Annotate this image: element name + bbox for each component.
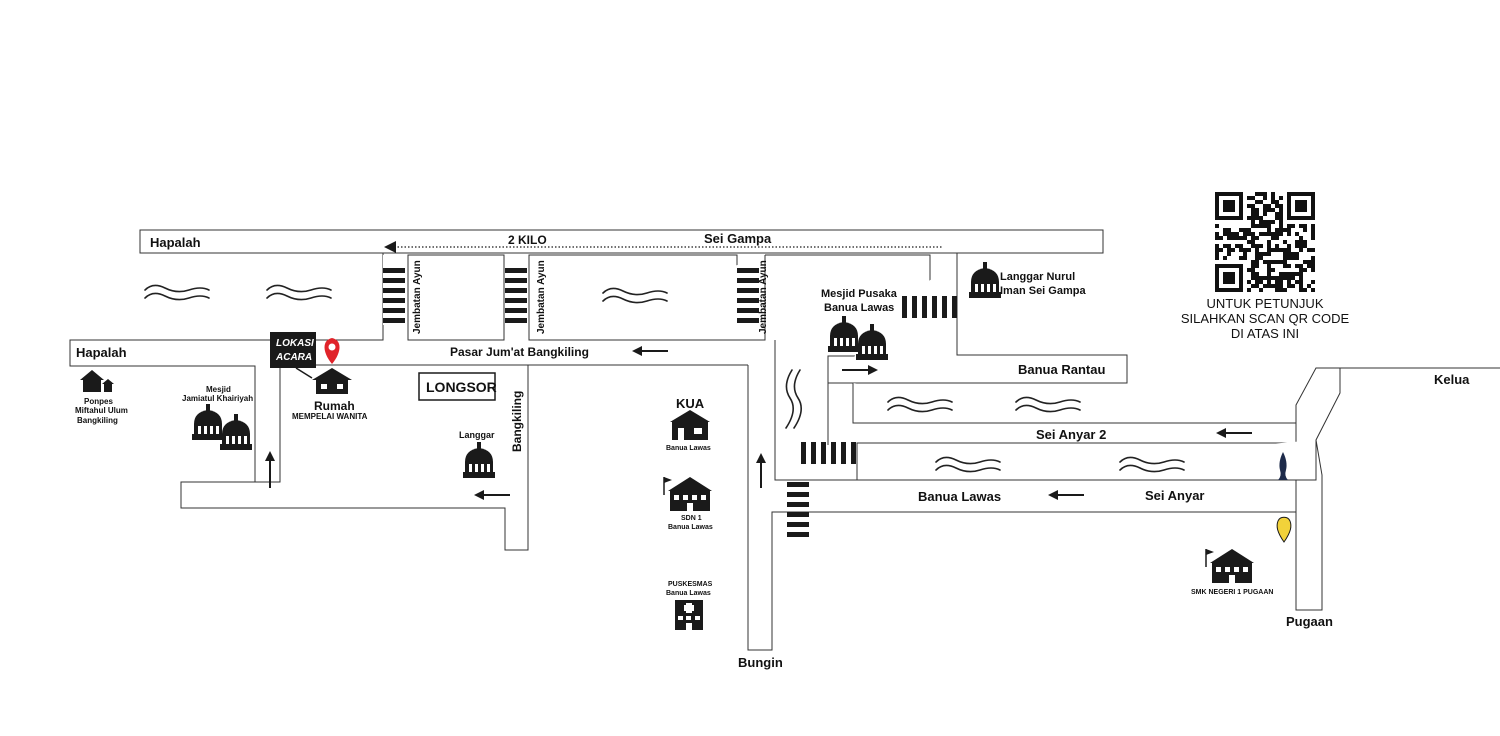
- road-label-sei-gampa: Sei Gampa: [704, 231, 772, 246]
- langgar-landmark: Langgar: [459, 430, 495, 478]
- svg-text:KUA: KUA: [676, 396, 705, 411]
- ponpes-landmark: Ponpes Miftahul Ulum Bangkiling: [75, 370, 128, 425]
- event-tag: [270, 332, 316, 368]
- svg-text:PUSKESMAS: PUSKESMAS: [668, 581, 713, 588]
- svg-text:SMK NEGERI 1 PUGAAN: SMK NEGERI 1 PUGAAN: [1191, 589, 1273, 596]
- river-waves: [144, 284, 1185, 473]
- mosque-icon: [969, 262, 1001, 298]
- road-label-bangkiling: Bangkiling: [510, 391, 524, 452]
- bridge-label-3: Jembatan Ayun: [758, 260, 769, 334]
- kua-landmark: KUA Banua Lawas: [666, 396, 711, 452]
- qr-code-icon: [1215, 192, 1315, 292]
- road-label-banua-rantau: Banua Rantau: [1018, 362, 1105, 377]
- house-icon: [670, 410, 710, 440]
- house-icon: [312, 368, 352, 394]
- qr-instructions: UNTUK PETUNJUK SILAHKAN SCAN QR CODE DI …: [1170, 296, 1360, 341]
- svg-text:Iman Sei Gampa: Iman Sei Gampa: [1000, 285, 1086, 297]
- house-title: Rumah: [314, 399, 355, 413]
- svg-text:Banua Lawas: Banua Lawas: [668, 524, 713, 531]
- svg-text:SDN 1: SDN 1: [681, 515, 702, 522]
- direction-arrows: [265, 346, 1252, 500]
- road-label-hapalah-left: Hapalah: [76, 345, 127, 360]
- arrow-icon: [632, 346, 668, 356]
- road-label-sei-anyar-2: Sei Anyar 2: [1036, 427, 1106, 442]
- longsor-label: LONGSOR: [426, 379, 497, 395]
- school-icon: [1205, 548, 1255, 584]
- mesjid-jamiatul-landmark: Mesjid Jamiatul Khairiyah: [182, 385, 253, 450]
- arrow-icon: [265, 451, 275, 488]
- event-tag-line1: LOKASI: [276, 338, 314, 349]
- event-location: LOKASI ACARA Rumah MEMPELAI WANITA: [270, 332, 368, 421]
- arrow-icon: [384, 241, 396, 253]
- qr-line-2: SILAHKAN SCAN QR CODE: [1180, 311, 1350, 326]
- road-label-bungin: Bungin: [738, 655, 783, 670]
- road-label-kelua: Kelua: [1434, 372, 1470, 387]
- bridge-label-1: Jembatan Ayun: [412, 260, 423, 334]
- mesjid-pusaka-landmark: Mesjid Pusaka Banua Lawas: [821, 288, 898, 360]
- svg-text:Banua Lawas: Banua Lawas: [824, 302, 894, 314]
- location-pin-icon: [324, 338, 340, 364]
- langgar-nurul-landmark: Langgar Nurul Iman Sei Gampa: [969, 262, 1086, 298]
- fish-icon: [1278, 452, 1288, 480]
- svg-text:Miftahul Ulum: Miftahul Ulum: [75, 406, 128, 415]
- svg-text:Mesjid: Mesjid: [206, 385, 231, 394]
- qr-line-1: UNTUK PETUNJUK: [1206, 296, 1324, 311]
- location-pin-icon: [1276, 516, 1292, 543]
- event-tag-line2: ACARA: [275, 352, 312, 363]
- arrow-icon: [1216, 428, 1252, 438]
- svg-text:Banua Lawas: Banua Lawas: [666, 590, 711, 597]
- road-label-banua-lawas: Banua Lawas: [918, 489, 1001, 504]
- school-icon: [663, 476, 713, 512]
- sdn-landmark: SDN 1 Banua Lawas: [663, 476, 713, 531]
- house-icon: [80, 370, 114, 392]
- road-label-pasar: Pasar Jum'at Bangkiling: [450, 345, 589, 359]
- smk-landmark: SMK NEGERI 1 PUGAAN: [1191, 548, 1273, 596]
- road-network: [69, 229, 1500, 651]
- arrow-icon: [474, 490, 510, 500]
- road-label-2-kilo: 2 KILO: [508, 233, 547, 247]
- house-subtitle: MEMPELAI WANITA: [292, 412, 368, 421]
- svg-text:Mesjid Pusaka: Mesjid Pusaka: [821, 288, 898, 300]
- svg-text:Jamiatul Khairiyah: Jamiatul Khairiyah: [182, 394, 253, 403]
- longsor-marker: LONGSOR: [418, 372, 497, 401]
- road-label-pugaan: Pugaan: [1286, 614, 1333, 629]
- svg-text:Bangkiling: Bangkiling: [77, 416, 118, 425]
- arrow-icon: [756, 453, 766, 488]
- bridge-stripes-2: [505, 268, 527, 323]
- puskesmas-landmark: PUSKESMAS Banua Lawas: [666, 581, 713, 630]
- arrow-icon: [842, 365, 878, 375]
- svg-text:Ponpes: Ponpes: [84, 397, 113, 406]
- svg-text:Banua Lawas: Banua Lawas: [666, 445, 711, 452]
- qr-line-3: DI ATAS INI: [1230, 326, 1300, 341]
- arrow-icon: [1048, 490, 1084, 500]
- hospital-icon: [675, 600, 703, 630]
- bridge-label-2: Jembatan Ayun: [536, 260, 547, 334]
- road-label-sei-anyar: Sei Anyar: [1145, 488, 1205, 503]
- svg-text:Langgar Nurul: Langgar Nurul: [1000, 271, 1075, 283]
- road-label-hapalah-top: Hapalah: [150, 235, 201, 250]
- svg-text:Langgar: Langgar: [459, 430, 495, 440]
